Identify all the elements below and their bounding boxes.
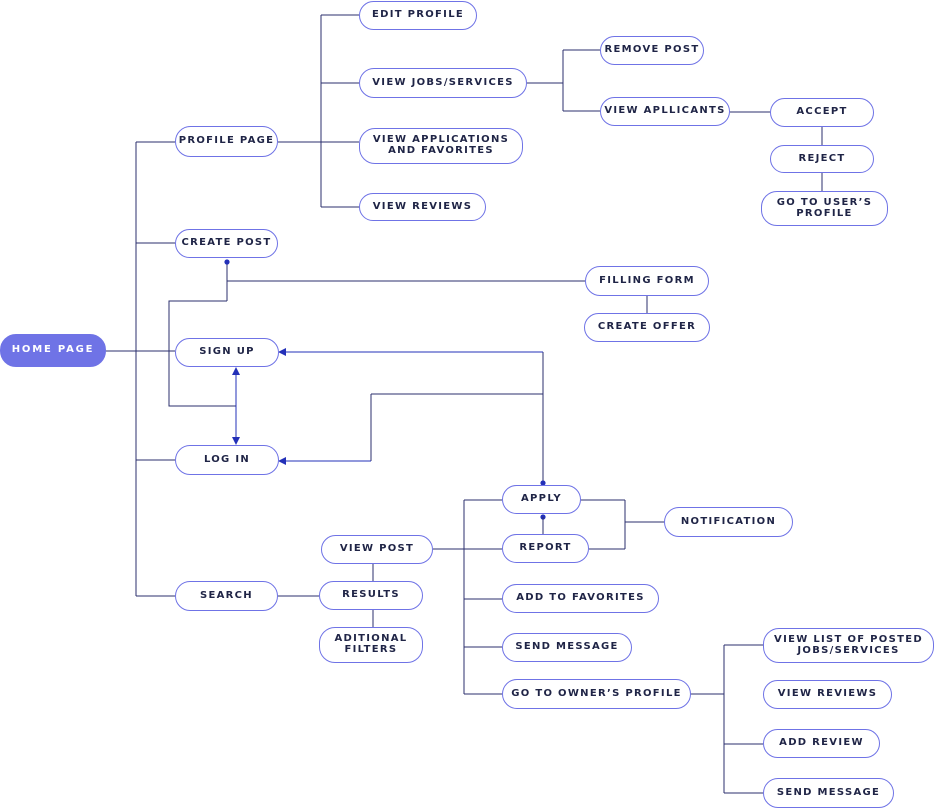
reject-node[interactable]: REJECT: [770, 145, 874, 173]
create-post-dot: [224, 259, 230, 265]
results-node[interactable]: RESULTS: [319, 581, 423, 610]
view-list-posted-node[interactable]: VIEW LIST OF POSTED JOBS/SERVICES: [763, 628, 934, 663]
profile-page-node[interactable]: PROFILE PAGE: [175, 126, 278, 157]
report-node[interactable]: REPORT: [502, 534, 589, 563]
accept-node[interactable]: ACCEPT: [770, 98, 874, 127]
home-page-node[interactable]: HOME PAGE: [0, 334, 106, 367]
log-in-node[interactable]: LOG IN: [175, 445, 279, 475]
sign-up-node[interactable]: SIGN UP: [175, 338, 279, 367]
go-to-users-profile-node[interactable]: GO TO USER’S PROFILE: [761, 191, 888, 226]
create-offer-node[interactable]: CREATE OFFER: [584, 313, 710, 342]
apply-node[interactable]: APPLY: [502, 485, 581, 514]
remove-post-node[interactable]: REMOVE POST: [600, 36, 704, 65]
view-applications-favorites-node[interactable]: VIEW APPLICATIONS AND FAVORITES: [359, 128, 523, 164]
add-to-favorites-node[interactable]: ADD TO FAVORITES: [502, 584, 659, 613]
view-applicants-node[interactable]: VIEW APLLICANTS: [600, 97, 730, 126]
send-message-post-node[interactable]: SEND MESSAGE: [502, 633, 632, 662]
notification-node[interactable]: NOTIFICATION: [664, 507, 793, 537]
view-reviews-profile-node[interactable]: VIEW REVIEWS: [359, 193, 486, 221]
view-post-node[interactable]: VIEW POST: [321, 535, 433, 564]
edit-profile-node[interactable]: EDIT PROFILE: [359, 1, 477, 30]
apply-top-dot: [540, 480, 546, 486]
additional-filters-node[interactable]: ADITIONAL FILTERS: [319, 627, 423, 663]
go-to-owners-profile-node[interactable]: GO TO OWNER’S PROFILE: [502, 679, 691, 709]
search-node[interactable]: SEARCH: [175, 581, 278, 611]
filling-form-node[interactable]: FILLING FORM: [585, 266, 709, 296]
add-review-node[interactable]: ADD REVIEW: [763, 729, 880, 758]
create-post-auth-loop: [168, 300, 236, 407]
send-message-owner-node[interactable]: SEND MESSAGE: [763, 778, 894, 808]
view-reviews-owner-node[interactable]: VIEW REVIEWS: [763, 680, 892, 709]
create-post-node[interactable]: CREATE POST: [175, 229, 278, 258]
view-jobs-services-node[interactable]: VIEW JOBS/SERVICES: [359, 68, 527, 98]
